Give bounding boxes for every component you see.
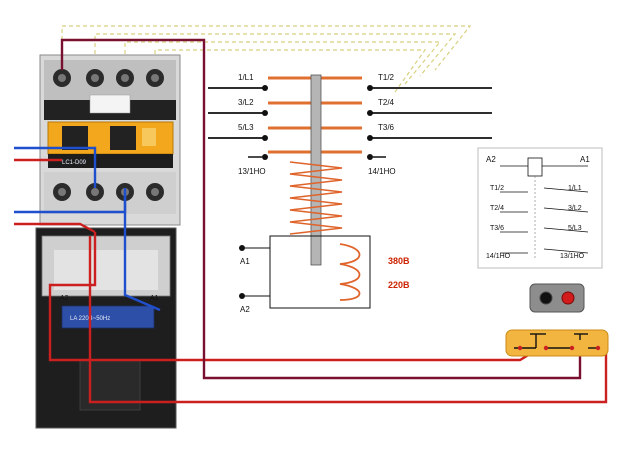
symbol-row1-left: T1/2 — [490, 185, 504, 192]
red-wire-bottom — [88, 236, 608, 404]
coil-box — [269, 235, 371, 309]
symbol-row2-left: T2/4 — [490, 205, 504, 212]
aux-slot-left — [62, 126, 88, 150]
symbol-a2-label: A2 — [486, 155, 496, 164]
coil-winding — [339, 243, 361, 301]
label-220b: 220B — [388, 280, 410, 290]
red-wire-coil-a2 — [48, 232, 551, 362]
label-1-l1: 1/L1 — [238, 73, 254, 82]
label-coil-a2: A2 — [240, 305, 250, 314]
mechanism-schematic: 1/L1 3/L2 5/L3 13/1HO T1/2 T2/4 T3/6 14/… — [208, 73, 492, 314]
label-3-l2: 3/L2 — [238, 98, 254, 107]
aux-tab — [142, 128, 156, 146]
contactor-model-text: LC1-D09 — [62, 160, 87, 166]
switch-body — [505, 329, 609, 357]
button-housing — [529, 283, 585, 313]
symbol-row3-right: 5/L3 — [568, 225, 582, 232]
label-t3-6: T3/6 — [378, 123, 395, 132]
symbol-contact-lines — [500, 187, 589, 254]
black-button-icon[interactable] — [539, 291, 553, 305]
contactor-white-label — [89, 94, 131, 114]
symbol-row1-right: 1/L1 — [568, 185, 582, 192]
label-13-1ho: 13/1HO — [238, 167, 266, 176]
contactor-label-strip — [48, 154, 173, 168]
symbol-row4-right: 13/1HO — [560, 253, 585, 260]
coil-blue-plate — [61, 305, 155, 329]
label-14-1ho: 14/1HO — [368, 167, 396, 176]
coil-terminal-a2-dot — [239, 293, 245, 299]
control-switch — [505, 329, 609, 357]
red-button-icon[interactable] — [561, 291, 575, 305]
contactor-lower-inner — [54, 250, 158, 290]
symbol-coil-rect — [527, 157, 543, 177]
label-380b: 380B — [388, 256, 410, 266]
dark-red-control-wire — [60, 38, 582, 380]
blue-wire-1 — [14, 146, 97, 188]
switch-terminal-dots — [517, 345, 601, 351]
label-5-l3: 5/L3 — [238, 123, 254, 132]
aux-slot-right — [110, 126, 136, 150]
return-spring — [289, 161, 343, 235]
photo-coil-a2-label: A2 — [60, 295, 69, 302]
contact-rows — [208, 87, 492, 139]
push-button-station — [529, 283, 585, 313]
input-wires — [14, 38, 608, 404]
symbol-row4-left: 14/1HO — [486, 253, 511, 260]
symbol-a1-label: A1 — [580, 155, 590, 164]
label-t2-4: T2/4 — [378, 98, 395, 107]
symbol-row2-right: 3/L2 — [568, 205, 582, 212]
contact-dots — [262, 85, 373, 160]
label-coil-a1: A1 — [240, 257, 250, 266]
contactor-photo: LC1-D09 LA 220B~50Hz A2 A1 — [35, 54, 181, 429]
symbol-row3-left: T3/6 — [490, 225, 504, 232]
red-wire-2 — [14, 222, 96, 234]
label-t1-2: T1/2 — [378, 73, 395, 82]
blue-wire-coil-a1 — [123, 196, 161, 312]
coil-terminal-a1-dot — [239, 245, 245, 251]
contactor-symbol-box: A2 A1 T1/2 1/L1 T2/4 3/L2 T3/6 5/L3 14/1… — [477, 147, 603, 269]
top-screw-terminals — [53, 69, 164, 87]
photo-coil-a1-label: A1 — [150, 295, 159, 302]
